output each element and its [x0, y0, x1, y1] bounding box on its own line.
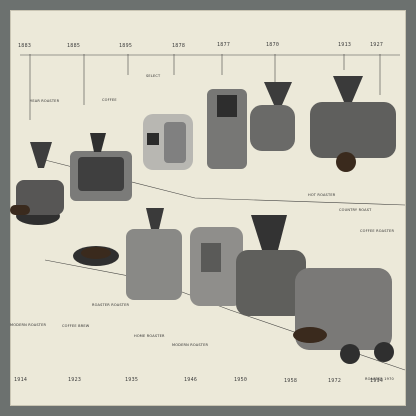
wheeled-roaster-icon [310, 76, 396, 172]
hand-crank-roaster-icon [10, 142, 64, 225]
bottom-date: 1914 [14, 377, 28, 383]
year-label: 1885 [67, 43, 81, 49]
machine-label: SELECT [146, 74, 161, 78]
machine-label: COFFEE [102, 98, 117, 102]
drum-roaster-icon [70, 133, 132, 201]
machine-label: MODERN ROASTER [172, 343, 209, 347]
machine-label: ROASTER 1970 [365, 377, 394, 381]
bottom-date: 1994 [370, 378, 384, 384]
funnel-hopper-icon [250, 82, 295, 151]
bottom-date: 1972 [328, 378, 342, 384]
year-label: 1878 [172, 43, 186, 49]
year-label: 1877 [217, 42, 231, 48]
bottom-date: 1946 [184, 377, 198, 383]
year-label: 1913 [338, 42, 352, 48]
coffee-roaster-illustration [10, 54, 406, 371]
drum-roaster-icon [190, 227, 243, 306]
machine-label: HOME ROASTER [134, 334, 165, 338]
bottom-date: 1950 [234, 377, 248, 383]
bottom-date: 1958 [284, 378, 298, 384]
bottom-date: 1923 [68, 377, 82, 383]
funnel-hopper-icon [236, 215, 306, 316]
cylinder-roaster-icon [126, 208, 182, 300]
drum-roaster-icon [207, 89, 247, 169]
poster-sheet: 1883 1885 1895 1878 1877 1870 1913 1927 … [10, 10, 406, 406]
machine-label: COFFEE ROASTER [360, 229, 395, 233]
year-label: 1870 [266, 42, 280, 48]
bean-tray-icon [73, 246, 119, 266]
year-label: 1927 [370, 42, 384, 48]
machine-label: COFFEE BREW [62, 324, 90, 328]
wheeled-roaster-icon [293, 268, 394, 364]
year-label: 1883 [18, 43, 32, 49]
machine-label: ROASTER ROASTER [92, 303, 130, 307]
machine-label: MODERN ROASTER [10, 323, 47, 327]
machine-label: YEAR ROASTER [30, 99, 60, 103]
cylinder-roaster-icon [143, 114, 193, 170]
machine-label: HOT ROASTER [308, 193, 336, 197]
bottom-date: 1935 [125, 377, 139, 383]
year-label: 1895 [119, 43, 133, 49]
machine-label: COUNTRY ROAST [339, 208, 372, 212]
